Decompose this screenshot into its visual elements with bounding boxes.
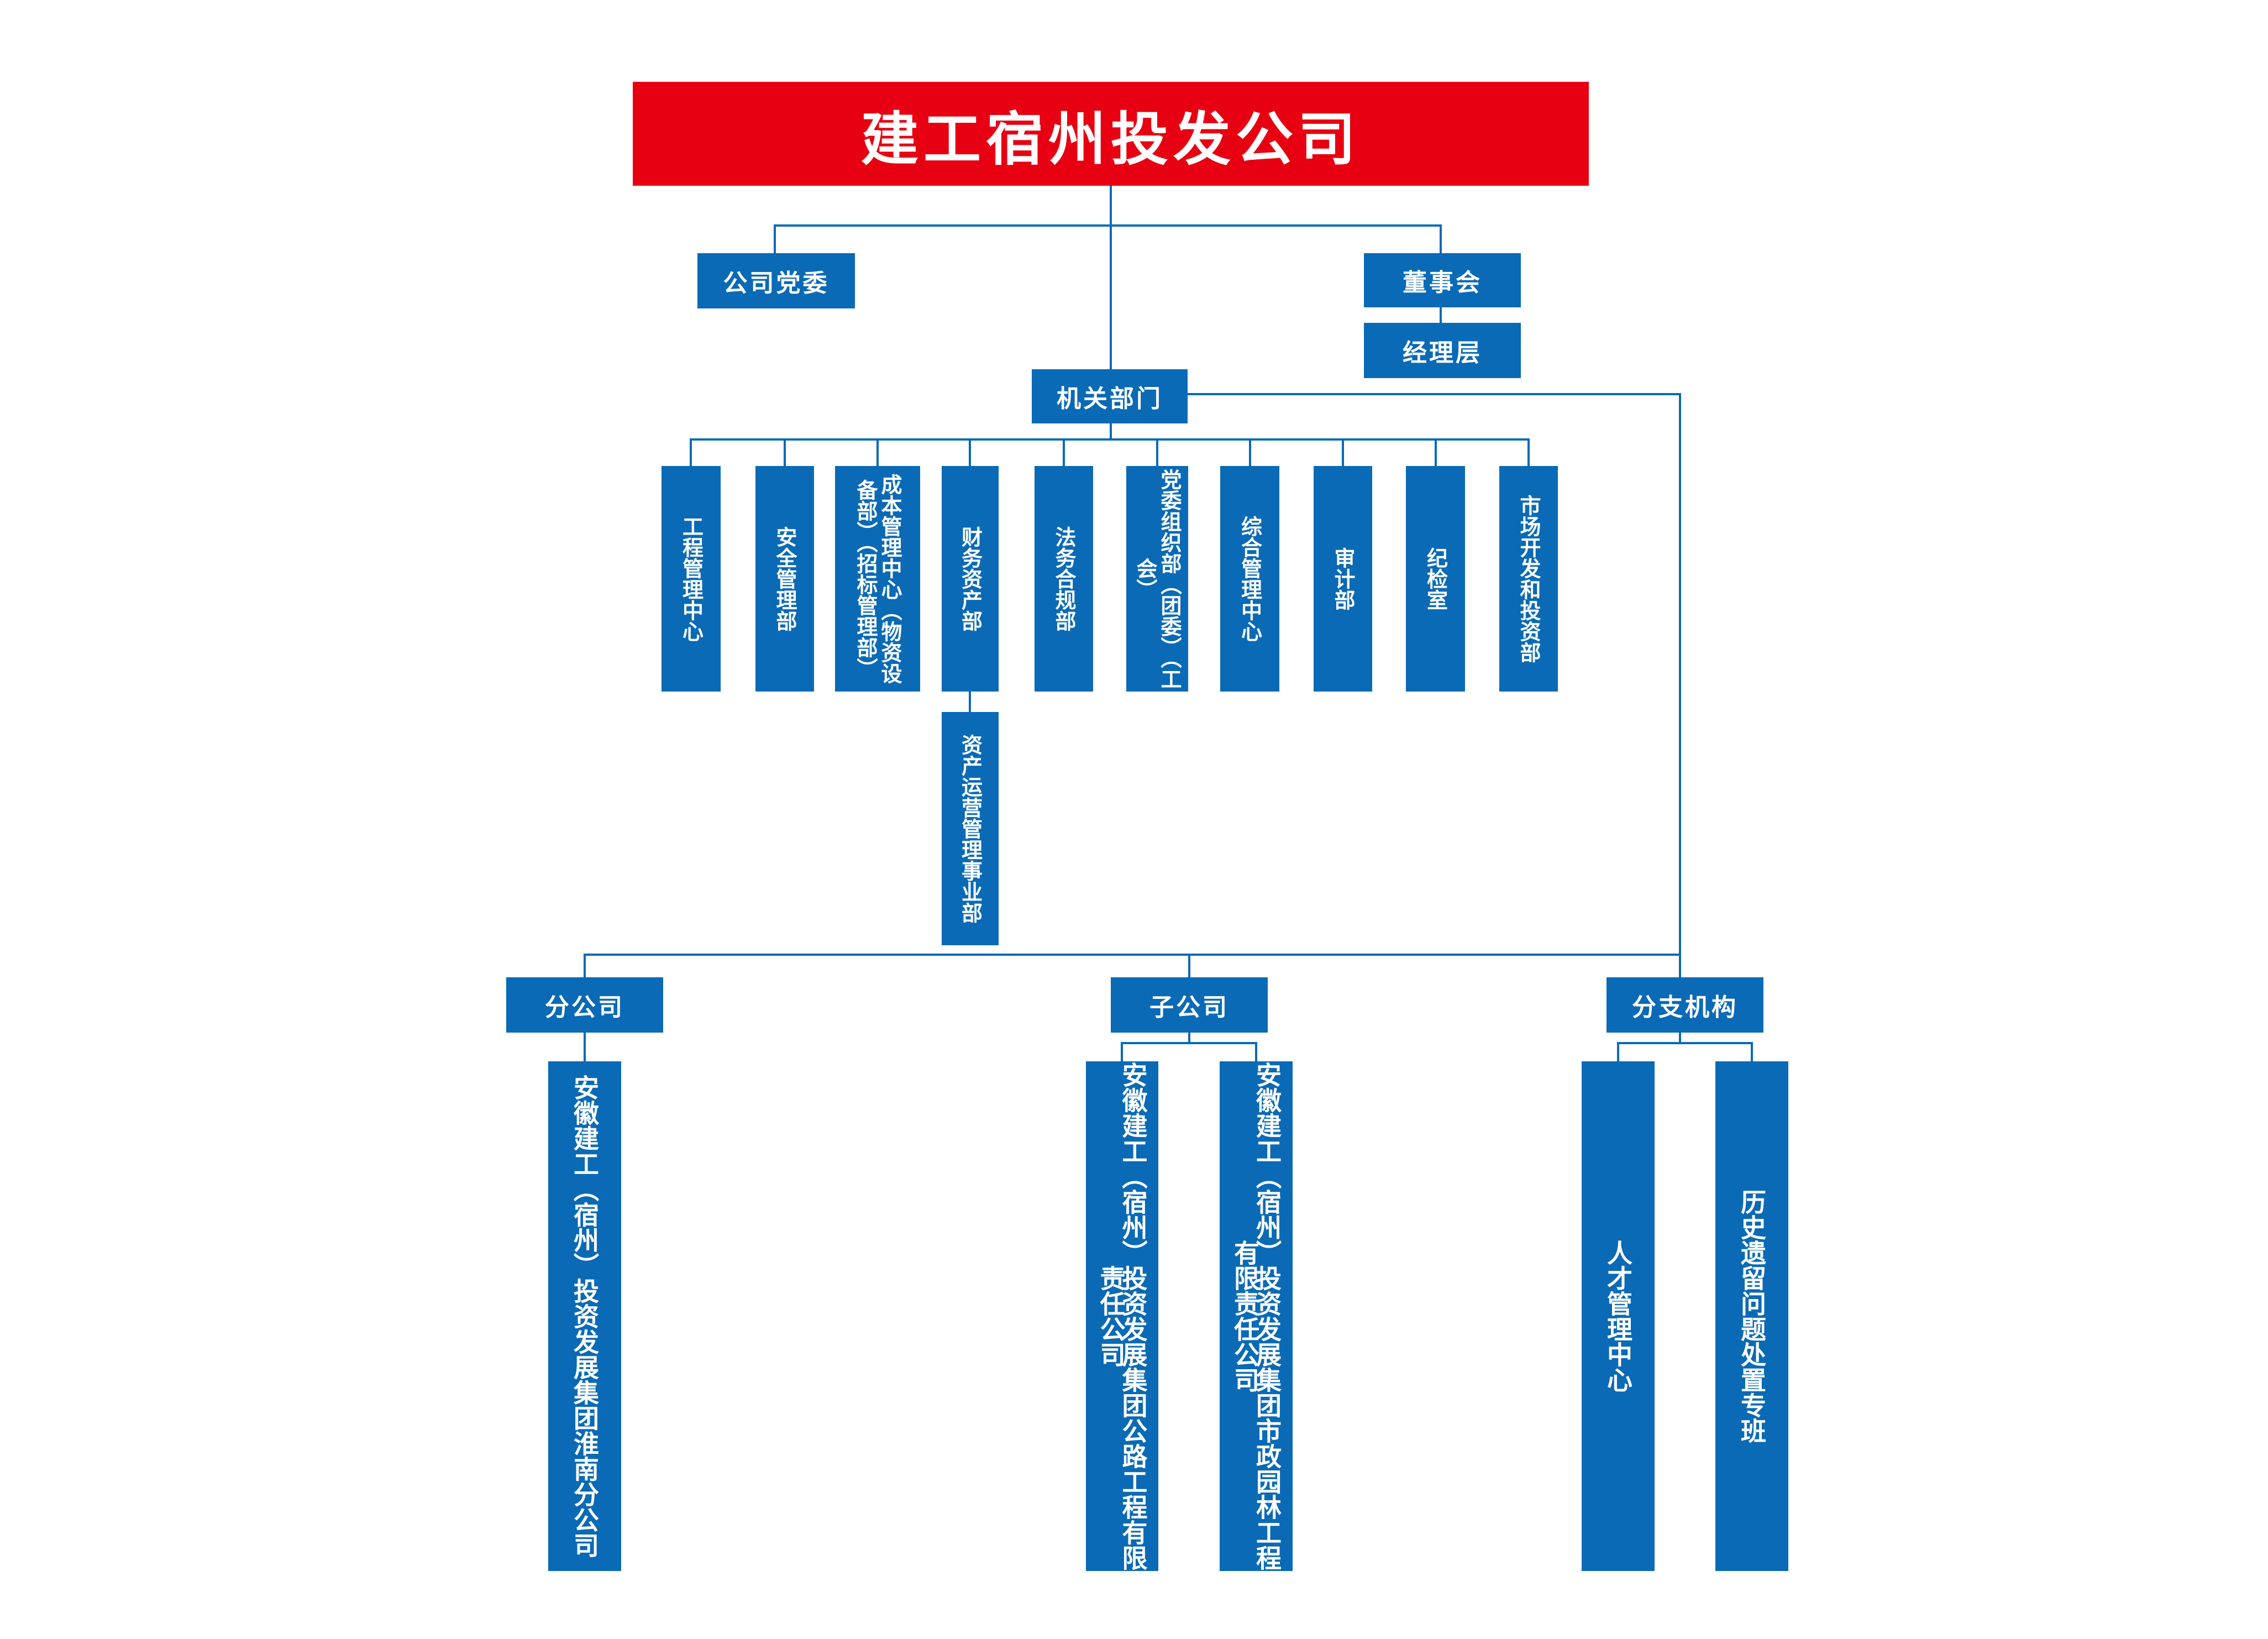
- municipal-landscape-company-box: 安徽建工（宿州）投资发展集团市政园林工程有限责任公司: [1220, 1061, 1293, 1571]
- root-company-title: 建工宿州投发公司: [633, 82, 1589, 186]
- highway-engineering-company-box: 安徽建工（宿州）投资发展集团公路工程有限责任公司: [1086, 1061, 1158, 1571]
- dept-audit: 审计部: [1314, 466, 1372, 692]
- asset-operations-division: 资产运营管理事业部: [942, 712, 999, 945]
- dept-party-organization: 党委组织部（团委）（工会）: [1126, 466, 1188, 692]
- legacy-issues-task-force-box: 历史遗留问题处置专班: [1715, 1061, 1788, 1571]
- dept-engineering-center: 工程管理中心: [662, 466, 721, 692]
- talent-management-center-box: 人才管理中心: [1582, 1061, 1655, 1571]
- dept-market-development-investment: 市场开发和投资部: [1499, 466, 1558, 692]
- board-box: 董事会: [1364, 253, 1521, 307]
- dept-safety-management: 安全管理部: [755, 466, 814, 692]
- dept-legal-compliance: 法务合规部: [1035, 466, 1093, 692]
- subsidiary-header: 子公司: [1111, 977, 1268, 1033]
- branch-org-header: 分支机构: [1607, 977, 1763, 1033]
- management-box: 经理层: [1364, 323, 1521, 378]
- dept-finance-assets: 财务资产部: [942, 466, 999, 692]
- hq-departments-header: 机关部门: [1032, 369, 1188, 423]
- branch-company-header: 分公司: [506, 977, 663, 1033]
- dept-general-management-center: 综合管理中心: [1220, 466, 1279, 692]
- dept-discipline-inspection: 纪检室: [1406, 466, 1465, 692]
- party-committee-box: 公司党委: [697, 253, 855, 308]
- huainan-branch-box: 安徽建工（宿州）投资发展集团淮南分公司: [548, 1061, 621, 1571]
- dept-cost-management-center: 成本管理中心（物资设备部）（招标管理部）: [835, 466, 920, 692]
